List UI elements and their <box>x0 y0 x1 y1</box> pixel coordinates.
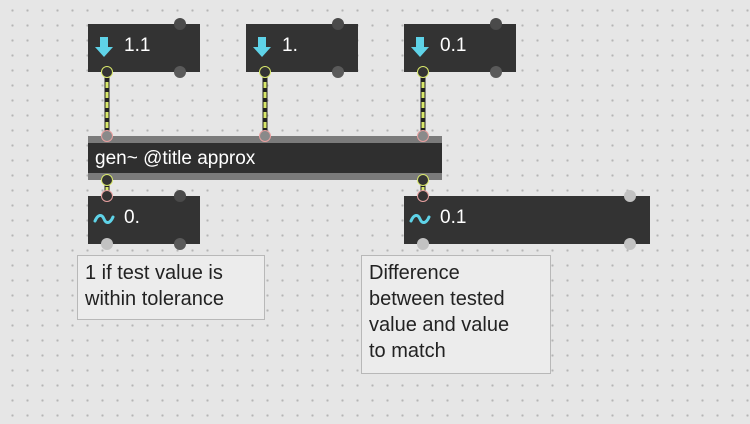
tilde-signal-icon <box>93 208 115 230</box>
inlet-port[interactable] <box>624 190 636 202</box>
gen-object-label: gen~ @title approx <box>95 148 256 169</box>
outlet-port[interactable] <box>101 174 113 186</box>
inlet-port[interactable] <box>490 18 502 30</box>
inlet-port[interactable] <box>174 18 186 30</box>
tilde-signal-icon <box>409 208 431 230</box>
outlet-port[interactable] <box>174 238 186 250</box>
outlet-port[interactable] <box>259 66 271 78</box>
outlet-port[interactable] <box>101 66 113 78</box>
inlet-port[interactable] <box>101 190 113 202</box>
down-arrow-icon <box>409 36 431 58</box>
down-arrow-icon <box>93 36 115 58</box>
inlet-port[interactable] <box>417 190 429 202</box>
outlet-port[interactable] <box>174 66 186 78</box>
signal-number-box-1[interactable]: 0. <box>88 190 200 250</box>
outlet-port[interactable] <box>101 238 113 250</box>
signal-number-box-2[interactable]: 0.1 <box>404 190 650 250</box>
gen-object-box[interactable]: gen~ @title approx <box>88 130 442 186</box>
outlet-port[interactable] <box>332 66 344 78</box>
number-box-input-2[interactable]: 1. <box>246 18 358 78</box>
number-box-value: 0.1 <box>440 35 467 56</box>
number-box-value: 1. <box>282 35 298 56</box>
outlet-port[interactable] <box>417 174 429 186</box>
outlet-port[interactable] <box>417 66 429 78</box>
number-box-input-1[interactable]: 1.1 <box>88 18 200 78</box>
inlet-port[interactable] <box>332 18 344 30</box>
signal-value: 0.1 <box>440 207 467 228</box>
signal-value: 0. <box>124 207 140 228</box>
inlet-port[interactable] <box>417 130 429 142</box>
inlet-port[interactable] <box>174 190 186 202</box>
comment-tolerance: 1 if test value is within tolerance <box>77 255 265 320</box>
number-box-input-3[interactable]: 0.1 <box>404 18 516 78</box>
inlet-port[interactable] <box>259 130 271 142</box>
outlet-port[interactable] <box>490 66 502 78</box>
outlet-port[interactable] <box>417 238 429 250</box>
comment-difference: Difference between tested value and valu… <box>361 255 551 374</box>
outlet-port[interactable] <box>624 238 636 250</box>
down-arrow-icon <box>251 36 273 58</box>
number-box-value: 1.1 <box>124 35 151 56</box>
inlet-port[interactable] <box>101 130 113 142</box>
